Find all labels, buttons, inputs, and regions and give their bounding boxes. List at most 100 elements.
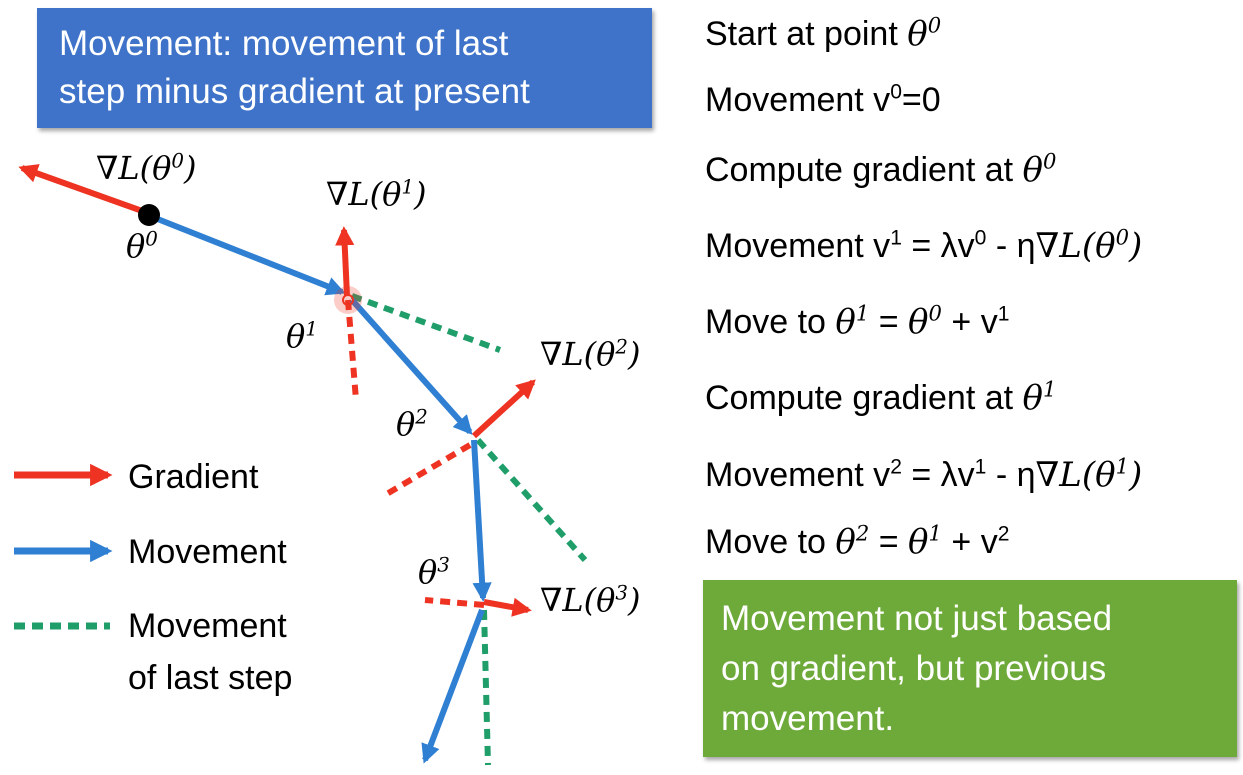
theta2-symbol: θ — [396, 405, 416, 443]
step-move-2-sup-v: 2 — [997, 522, 1010, 546]
step-move-2: Move to θ2 = θ1 + v2 — [705, 522, 1009, 562]
step-move-2-theta-b: θ — [908, 522, 929, 562]
theta0-sup: 0 — [145, 227, 158, 251]
step-move-2-sup-b: 1 — [928, 520, 942, 546]
grad-label-3-text: ∇L(θ — [540, 581, 616, 619]
step-movement-2-grad-sup: 1 — [1115, 453, 1130, 479]
step-movement-2-close: ) — [1129, 455, 1143, 495]
step-move-1-sup-b: 0 — [928, 300, 942, 326]
note-line-2: on gradient, but previous — [721, 649, 1107, 688]
step-movement-2-mid2: - η — [986, 456, 1036, 494]
grad-label-1-sup: 1 — [401, 175, 414, 199]
grad-label-1-text: ∇L(θ — [326, 175, 402, 213]
step-movement-1: Movement v1 = λv0 - η∇L(θ0) — [705, 226, 1142, 266]
theta3-sup: 3 — [437, 553, 450, 577]
grad-label-0: ∇L(θ0) — [96, 150, 196, 186]
grad-label-2-close: ) — [627, 335, 641, 373]
step-move-2-text: Move to — [705, 523, 836, 561]
note-line-1: Movement not just based — [721, 599, 1113, 638]
step-compute-grad-0-text: Compute gradient at — [705, 151, 1023, 189]
grad-label-3: ∇L(θ3) — [540, 582, 640, 618]
grad-label-2-sup: 2 — [615, 335, 628, 359]
neg-gradient-line-3 — [424, 597, 485, 608]
step-move-1-theta-b: θ — [908, 302, 929, 342]
step-move-2-theta-a: θ — [835, 522, 856, 562]
theta1-label: θ1 — [286, 318, 318, 354]
step-init-tail: =0 — [901, 81, 941, 119]
legend-last-step-label-2: of last step — [128, 659, 293, 697]
step-start: Start at point θ0 — [705, 14, 941, 54]
theta1-symbol: θ — [286, 317, 306, 355]
movement-arrow-2 — [349, 298, 473, 435]
movement-arrow-4 — [421, 608, 485, 764]
theta3-symbol: θ — [418, 553, 438, 591]
movement-arrow-3 — [471, 439, 492, 602]
step-start-theta: θ — [907, 14, 928, 54]
step-compute-grad-0-theta: θ — [1022, 150, 1044, 190]
step-move-1-theta-a: θ — [835, 302, 856, 342]
step-movement-2-grad: ∇L(θ — [1035, 455, 1116, 495]
legend-markers — [14, 463, 113, 630]
step-init-text: Movement v — [705, 81, 891, 119]
step-compute-grad-0: Compute gradient at θ0 — [705, 150, 1056, 190]
step-move-2-sup-a: 2 — [855, 520, 870, 546]
step-movement-1-mid2: - η — [986, 227, 1036, 265]
title-banner: Movement: movement of last step minus gr… — [37, 8, 652, 128]
step-movement-2-sup2: 1 — [974, 455, 987, 479]
step-movement-2-sup: 2 — [890, 455, 902, 479]
step-movement-1-grad: ∇L(θ — [1035, 226, 1116, 266]
step-movement-2: Movement v2 = λv1 - η∇L(θ1) — [705, 455, 1142, 495]
step-movement-1-grad-sup: 0 — [1115, 224, 1130, 250]
gradient-arrow-3 — [483, 597, 532, 617]
legend-gradient-label: Gradient — [128, 458, 259, 496]
step-movement-1-text: Movement v — [705, 227, 891, 265]
last-step-line-1 — [350, 293, 502, 353]
gradient-arrow-1 — [335, 226, 355, 297]
theta1-point — [342, 294, 354, 306]
step-movement-1-sup2: 0 — [974, 226, 987, 250]
grad-label-2: ∇L(θ2) — [540, 336, 640, 372]
step-movement-2-mid: = λv — [901, 456, 975, 494]
grad-label-0-sup: 0 — [171, 149, 184, 173]
grad-label-3-close: ) — [627, 581, 641, 619]
step-init-movement: Movement v0=0 — [705, 80, 941, 120]
theta2-label: θ2 — [396, 406, 428, 442]
step-compute-grad-1-sup: 1 — [1043, 376, 1057, 402]
note-line-3: movement. — [721, 699, 895, 738]
theta1-sup: 1 — [305, 317, 318, 341]
step-init-sup: 0 — [890, 80, 902, 104]
grad-label-1: ∇L(θ1) — [326, 176, 426, 212]
last-step-line-2 — [475, 438, 588, 562]
grad-label-0-close: ) — [183, 149, 197, 187]
momentum-diagram — [14, 164, 588, 766]
step-start-sup: 0 — [927, 12, 942, 38]
banner-line-2: step minus gradient at present — [59, 72, 530, 111]
theta3-label: θ3 — [418, 554, 450, 590]
theta2-sup: 2 — [415, 405, 428, 429]
step-move-1-mid: = — [869, 303, 909, 341]
theta0-label: θ0 — [126, 228, 158, 264]
step-move-1-tail: + v — [941, 303, 998, 341]
step-move-2-tail: + v — [941, 523, 998, 561]
step-movement-1-close: ) — [1129, 226, 1143, 266]
legend-movement-label: Movement — [128, 533, 287, 571]
grad-label-1-close: ) — [413, 175, 427, 213]
movement-arrow-1 — [148, 213, 346, 296]
step-move-1-sup-v: 1 — [997, 302, 1010, 326]
theta0-point — [138, 204, 160, 226]
neg-gradient-line-2 — [383, 442, 472, 498]
step-movement-1-mid: = λv — [901, 227, 975, 265]
step-compute-grad-1-text: Compute gradient at — [705, 379, 1023, 417]
step-movement-1-sup: 1 — [890, 226, 902, 250]
step-move-1-sup-a: 1 — [855, 300, 870, 326]
legend-last-step-label-1: Movement — [128, 607, 287, 645]
step-movement-2-text: Movement v — [705, 456, 891, 494]
step-compute-grad-0-sup: 0 — [1043, 148, 1057, 174]
step-compute-grad-1-theta: θ — [1022, 378, 1044, 418]
grad-label-2-text: ∇L(θ — [540, 335, 616, 373]
step-move-1: Move to θ1 = θ0 + v1 — [705, 302, 1009, 342]
step-move-2-mid: = — [869, 523, 909, 561]
neg-gradient-line-1 — [345, 299, 359, 401]
summary-note: Movement not just based on gradient, but… — [703, 580, 1237, 757]
grad-label-3-sup: 3 — [615, 581, 628, 605]
